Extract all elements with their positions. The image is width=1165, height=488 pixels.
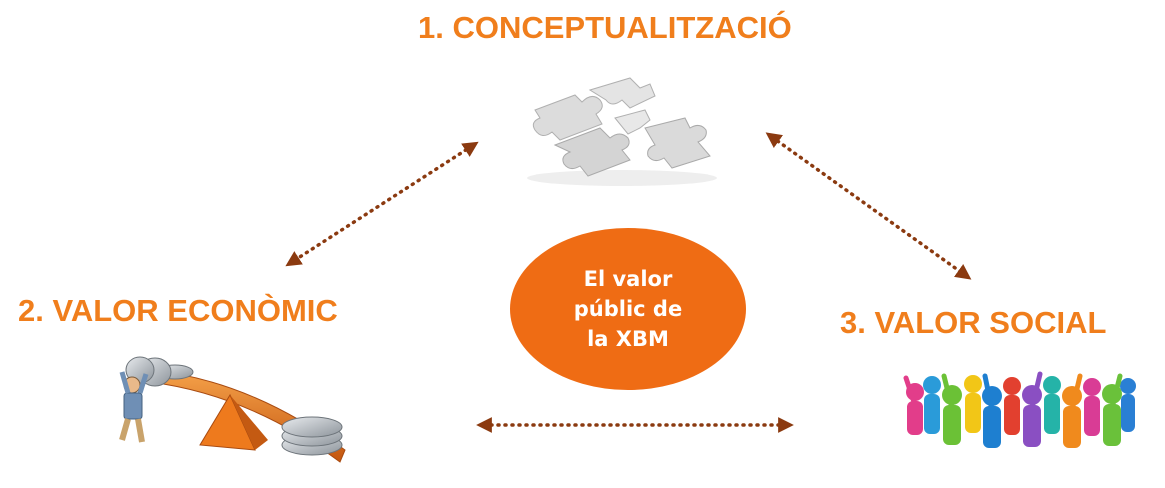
arrow-conceptualitzacio-economic <box>285 141 479 267</box>
center-label: El valor públic de la XBM <box>543 264 713 354</box>
node-title-valor-economic: 2. VALOR ECONÒMIC <box>18 293 338 328</box>
center-label-line-3: la XBM <box>587 327 669 351</box>
node-title-conceptualitzacio: 1. CONCEPTUALITZACIÓ <box>418 10 792 45</box>
arrows <box>285 132 972 433</box>
center-ellipse: El valor públic de la XBM <box>510 228 746 390</box>
crowd-of-people-illustration <box>903 370 1137 462</box>
puzzle-pieces-illustration <box>527 77 717 186</box>
center-label-line-2: públic de <box>573 297 683 321</box>
balance-scale-coins-illustration <box>119 356 346 463</box>
node-title-valor-social: 3. VALOR SOCIAL <box>840 305 1107 340</box>
arrow-conceptualitzacio-social <box>765 132 972 280</box>
center-label-line-1: El valor <box>583 267 673 291</box>
